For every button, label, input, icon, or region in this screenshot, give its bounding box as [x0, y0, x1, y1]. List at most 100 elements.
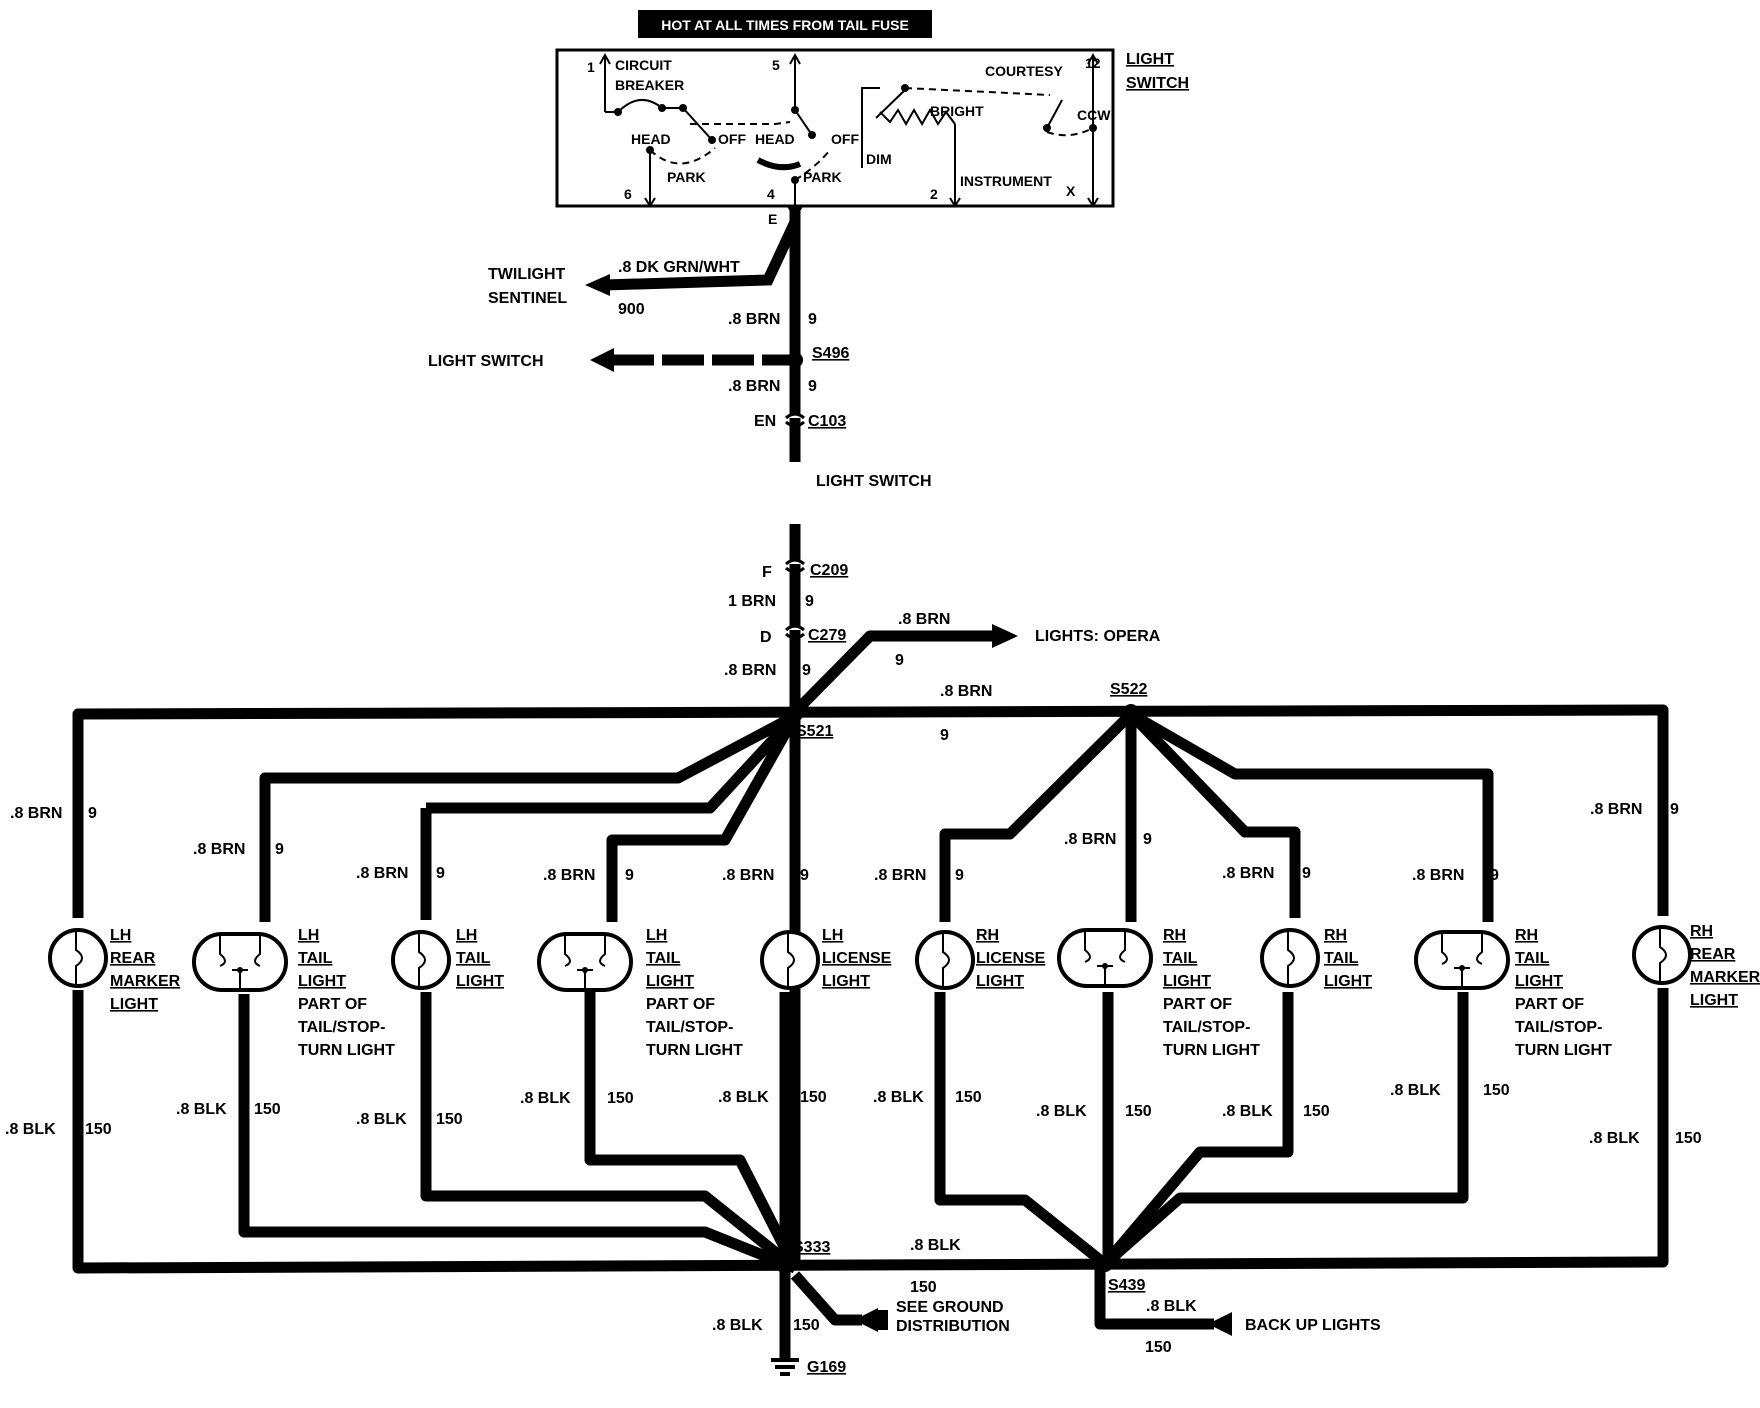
lamp-bottom-circuit-label: 150: [436, 1111, 463, 1128]
connector-c279: C279: [808, 627, 846, 644]
circuit-breaker-label-2: BREAKER: [615, 77, 684, 93]
lamp-filament: [418, 934, 426, 986]
lamp-label-line: TURN LIGHT: [646, 1042, 743, 1059]
g-circuit-label: 150: [793, 1317, 820, 1334]
lamp-label-line: PART OF: [1163, 996, 1232, 1013]
term-6: 6: [624, 186, 632, 202]
lamp-bottom-wire-label: .8 BLK: [1390, 1082, 1441, 1099]
lamp-bulb: [537, 932, 633, 992]
light-switch-title-1: LIGHT: [1126, 51, 1174, 68]
c279-pin-label: D: [760, 629, 772, 646]
see-ground-label-2: DISTRIBUTION: [896, 1318, 1010, 1335]
light-switch-box: 1 5 12 6 4 2 X E CIRCUIT BREAKER HEAD OF…: [555, 48, 1115, 227]
lamp-label-line: RH: [1515, 927, 1538, 944]
lamp-label-line: LH: [110, 927, 131, 944]
circuit-c-label: 9: [805, 593, 814, 610]
lamp-top-circuit-label: 9: [800, 867, 809, 884]
lamp-top-circuit-label: 9: [1490, 867, 1499, 884]
wire-a-label: .8 BRN: [728, 311, 780, 328]
lamp-bulb: [1057, 928, 1153, 988]
lamp-top-wire-label: .8 BRN: [1412, 867, 1464, 884]
lamp-filament: [219, 936, 261, 988]
lights-opera-label: LIGHTS: OPERA: [1035, 628, 1161, 645]
term-e: E: [768, 211, 777, 227]
see-ground-circuit-label: 150: [910, 1279, 937, 1296]
c103-pin-label: EN: [754, 413, 776, 430]
lamp-label-line: LH: [456, 927, 477, 944]
lamp-label-line: RH: [976, 927, 999, 944]
lamp-label-line: TAIL: [456, 950, 491, 967]
lamp-bulb: [391, 930, 451, 990]
dim-label: DIM: [866, 151, 892, 167]
lamp-top-circuit-label: 9: [275, 841, 284, 858]
hot-label: HOT AT ALL TIMES FROM TAIL FUSE: [661, 17, 909, 33]
lamp-label-line: TAIL/STOP-: [298, 1019, 385, 1036]
lamp-bulb: [1632, 925, 1692, 985]
splice-s522: S522: [1110, 681, 1147, 698]
lamp-label-line: LIGHT: [1163, 973, 1211, 990]
instrument-label: INSTRUMENT: [960, 173, 1052, 189]
lamp-filament: [1287, 932, 1295, 984]
lamp-top-circuit-label: 9: [88, 805, 97, 822]
lamp-bottom-wire-label: .8 BLK: [1222, 1103, 1273, 1120]
lamp-top-wire-label: .8 BRN: [1590, 801, 1642, 818]
lamp-filament: [564, 936, 606, 988]
lamp-label-line: TURN LIGHT: [298, 1042, 395, 1059]
lamp-bulb: [192, 932, 288, 992]
lamp-bottom-wire-label: .8 BLK: [1036, 1103, 1087, 1120]
twilight-sentinel-1: TWILIGHT: [488, 266, 566, 283]
lamp-filament: [942, 934, 950, 986]
lamp-label-line: LIGHT: [646, 973, 694, 990]
lamp-label-line: TAIL: [298, 950, 333, 967]
head-mid-label: HEAD: [755, 131, 795, 147]
lamp-top-circuit-label: 9: [625, 867, 634, 884]
park-left-label: PARK: [667, 169, 706, 185]
lamp-label-line: LIGHT: [1515, 973, 1563, 990]
lamp-bottom-circuit-label: 150: [607, 1090, 634, 1107]
twilight-sentinel-2: SENTINEL: [488, 290, 567, 307]
lamp-label-line: TURN LIGHT: [1515, 1042, 1612, 1059]
ground-g169: G169: [807, 1359, 846, 1376]
wire-c-label: 1 BRN: [728, 593, 776, 610]
lamp-label-line: TAIL: [646, 950, 681, 967]
lamp-label-line: LIGHT: [822, 973, 870, 990]
lamp-filament: [1441, 934, 1483, 986]
lamp-label-line: MARKER: [1690, 969, 1760, 986]
circuit-b-label: 9: [808, 378, 817, 395]
ground-bus-wire-label: .8 BLK: [910, 1237, 961, 1254]
circuit-d-label: 9: [802, 662, 811, 679]
lamp-bulb: [1260, 928, 1320, 988]
lamp-label-line: REAR: [1690, 946, 1736, 963]
lamp-bottom-circuit-label: 150: [800, 1089, 827, 1106]
lamp-label-line: LH: [646, 927, 667, 944]
lamp-contact: [582, 967, 588, 973]
lamp-label-line: LIGHT: [456, 973, 504, 990]
lamp-bottom-wire-label: .8 BLK: [356, 1111, 407, 1128]
lamp-contact: [1102, 963, 1108, 969]
lamp-label-line: RH: [1690, 923, 1713, 940]
lamp-group: LH REAR MARKER LIGHT .8 BRN 9 .8 BLK 150 LH TAIL L…: [5, 801, 1760, 1147]
term-5: 5: [772, 57, 780, 73]
lamp-bottom-circuit-label: 150: [85, 1121, 112, 1138]
lamp-top-wire-label: .8 BRN: [874, 867, 926, 884]
upper-trunk-wiring: [585, 205, 805, 462]
lamp-label-line: PART OF: [298, 996, 367, 1013]
lamp-label-line: LICENSE: [976, 950, 1046, 967]
lamp-bottom-wire-label: .8 BLK: [873, 1089, 924, 1106]
twilight-circuit-label: 900: [618, 301, 645, 318]
lamp-label-line: LIGHT: [1690, 992, 1738, 1009]
lamp-bottom-circuit-label: 150: [1483, 1082, 1510, 1099]
bus-wire-label: .8 BRN: [940, 683, 992, 700]
lamp-top-circuit-label: 9: [955, 867, 964, 884]
lamp-label-line: TURN LIGHT: [1163, 1042, 1260, 1059]
lamp-label-line: LICENSE: [822, 950, 892, 967]
lamp-bulb: [915, 930, 975, 990]
lamp-label-line: TAIL: [1515, 950, 1550, 967]
lamp-top-circuit-label: 9: [1670, 801, 1679, 818]
lamp-label-line: LIGHT: [1324, 973, 1372, 990]
term-4: 4: [767, 186, 775, 202]
